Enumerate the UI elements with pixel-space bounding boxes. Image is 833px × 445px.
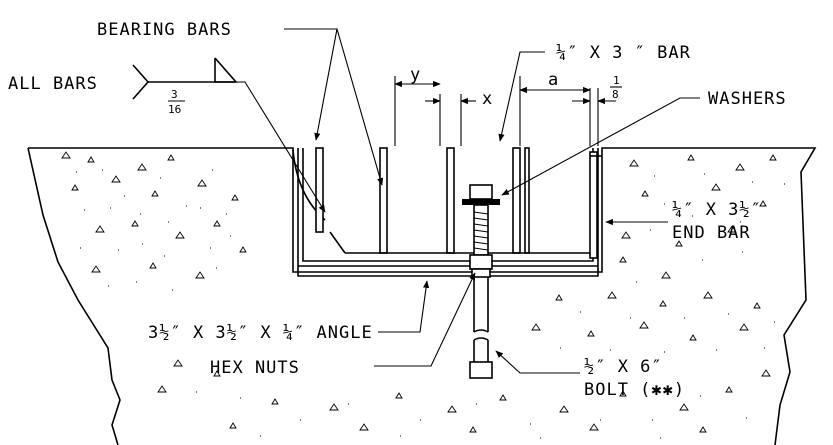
concrete-texture [61,151,785,439]
hex-nut-mid [469,254,493,270]
label-angle: 3½″ X 3½″ X ¼″ ANGLE [148,323,373,343]
bolt-break [473,329,489,341]
end-bar-left [315,147,324,233]
dim-y-label: y [410,65,421,85]
label-washers: WASHERS [708,89,787,109]
bearing-bar-2 [446,147,455,254]
bolt-shank-lower [473,340,489,362]
label-end-bar-size: ¼″ X 3½″ [672,200,762,220]
bearing-bar-1 [379,147,388,254]
dim-eighth-numerator: 1 [613,74,620,87]
weld-symbol [132,57,238,100]
weld-size-denominator: 16 [168,103,181,116]
label-top-bar: ¼″ X 3 ″ BAR [556,43,691,63]
label-all-bars: ALL BARS [8,74,98,94]
dim-extension-lines [394,76,599,146]
weld-size-numerator: 3 [171,88,178,101]
label-end-bar: END BAR [672,223,751,243]
bolt-assembly [462,184,500,379]
washer-top [462,199,500,205]
label-bolt-size: ½″ X 6″ [584,357,663,377]
dim-x-label: x [482,89,493,109]
label-hex-nuts: HEX NUTS [210,358,300,378]
dim-eighth-denominator: 8 [612,88,619,101]
leaders [236,28,700,374]
bolt-head [469,361,493,379]
dim-a-label: a [548,70,559,90]
bar-end-slope [329,231,346,254]
concrete-outline [27,147,817,445]
bearing-bar-3 [512,147,521,254]
label-bearing-bars: BEARING BARS [97,20,232,40]
end-bar-right [589,151,598,259]
bolt-shank-upper [473,277,489,332]
hex-nut-top [469,184,493,200]
bearing-bar-4 [524,147,530,254]
label-bolt: BOLT (✱✱) [584,380,685,400]
